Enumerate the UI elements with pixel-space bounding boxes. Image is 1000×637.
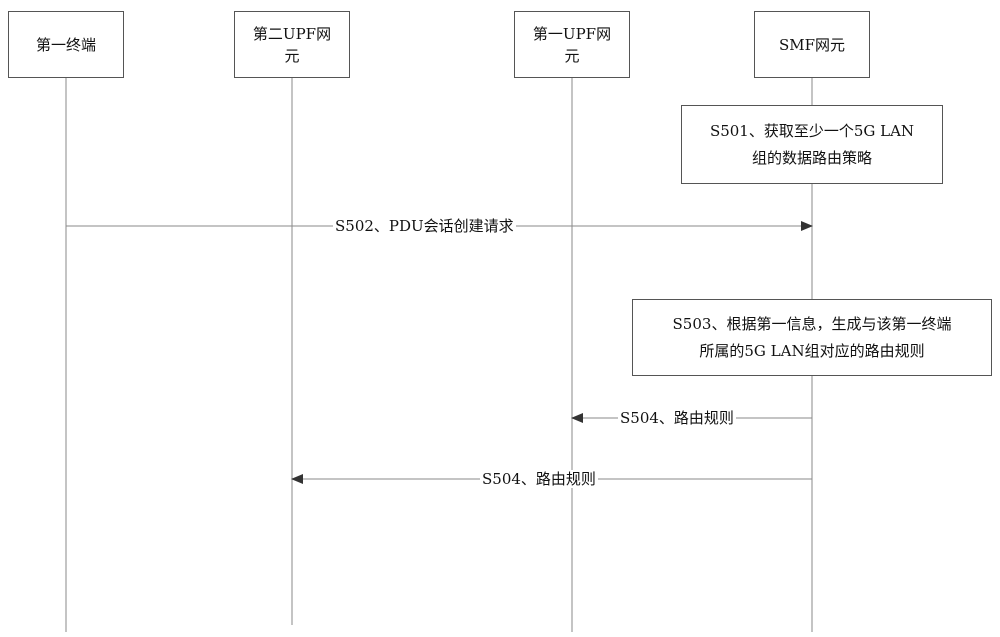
message-s502-label: S502、PDU会话创建请求: [333, 217, 516, 235]
participant-terminal: 第一终端: [8, 11, 124, 78]
participant-terminal-label: 第一终端: [36, 34, 96, 56]
participant-smf-label: SMF网元: [779, 34, 845, 56]
participant-upf2: 第二UPF网 元: [234, 11, 350, 78]
participant-smf: SMF网元: [754, 11, 870, 78]
participant-upf2-label-2: 元: [253, 45, 331, 67]
note-s503-line1: S503、根据第一信息，生成与该第一终端: [673, 311, 952, 338]
note-s501-line2: 组的数据路由策略: [752, 145, 872, 172]
message-s504a-label: S504、路由规则: [618, 409, 736, 427]
note-s501-line1: S501、获取至少一个5G LAN: [710, 118, 914, 145]
participant-upf1-label: 第一UPF网: [533, 23, 611, 45]
participant-upf1: 第一UPF网 元: [514, 11, 630, 78]
participant-upf2-label: 第二UPF网: [253, 23, 331, 45]
message-s504b-label: S504、路由规则: [480, 470, 598, 488]
note-s503-line2: 所属的5G LAN组对应的路由规则: [699, 338, 924, 365]
participant-upf1-label-2: 元: [533, 45, 611, 67]
note-s501: S501、获取至少一个5G LAN 组的数据路由策略: [681, 105, 943, 184]
note-s503: S503、根据第一信息，生成与该第一终端 所属的5G LAN组对应的路由规则: [632, 299, 992, 376]
